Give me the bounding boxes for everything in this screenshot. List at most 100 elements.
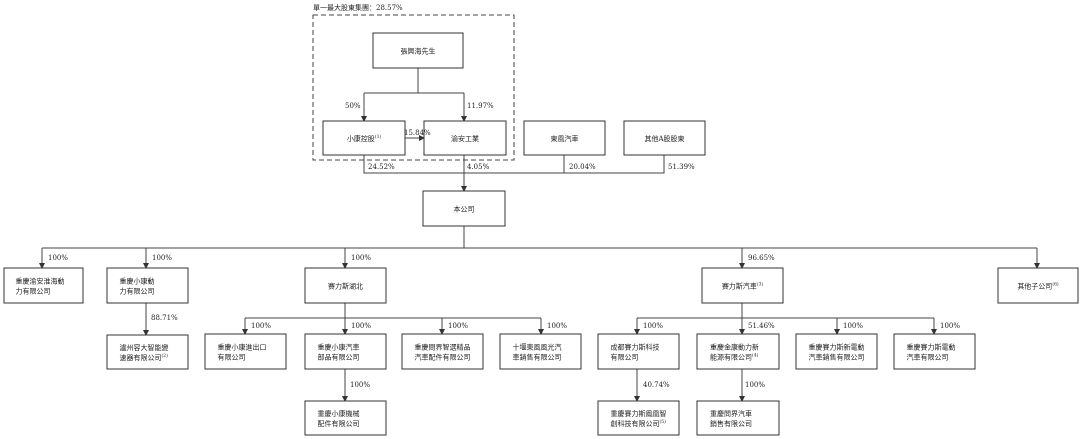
ownership-percentage: 100% (152, 254, 172, 262)
entity-box (597, 400, 680, 436)
ownership-percentage: 4.05% (467, 163, 490, 171)
entity-name-line: 瀘州容大智能變 (120, 343, 169, 352)
ownership-percentage: 24.52% (368, 163, 395, 171)
entity-box (423, 120, 507, 156)
entity-name-line: 張興海先生 (401, 47, 436, 56)
ownership-percentage: 100% (251, 322, 271, 330)
entity-name-line: 創科技有限公司(5) (611, 418, 667, 428)
ownership-percentage: 100% (745, 381, 765, 389)
entity-name-line: 其他子公司(6) (1017, 281, 1059, 291)
entity-name-line: 重慶小康汽車 (318, 343, 360, 352)
ownership-percentage: 15.84% (404, 129, 431, 137)
largest-shareholder-group-boundary (312, 14, 515, 161)
entity-name-line: 有限公司 (611, 353, 639, 362)
entity-name-line: 渝安工業 (451, 134, 479, 143)
entity-name-line: 有限公司 (218, 353, 246, 362)
entity-box (597, 333, 680, 370)
entity-name-line: 重慶賽力斯電動 (907, 343, 956, 352)
entity-box (204, 333, 287, 370)
entity-name-line: 能源有限公司(4) (710, 352, 759, 362)
entity-box (322, 120, 406, 156)
entity-name-line: 賽力斯汽車(3) (722, 281, 764, 291)
entity-box (893, 333, 976, 370)
entity-box (304, 333, 387, 370)
entity-yuan-industry: 渝安工業 (423, 120, 507, 156)
footnote-marker: (6) (1052, 281, 1059, 288)
entity-seres-auto: 賽力斯汽車(3) (701, 267, 784, 304)
entity-box (3, 267, 84, 304)
entity-name-line: 部品有限公司 (318, 353, 360, 362)
entity-name-line: 東風汽車 (551, 134, 579, 143)
entity-name-line: 重慶渝安淮海動 (16, 277, 65, 286)
entity-name-line: 重慶金康動力新 (710, 343, 759, 352)
entity-name-line: 其他A股股東 (644, 134, 684, 143)
entity-name-line: 銷售有限公司 (710, 419, 752, 428)
ownership-percentage: 100% (351, 322, 371, 330)
ownership-percentage: 100% (351, 254, 371, 262)
entity-name-line: 重慶小康動 (120, 277, 155, 286)
largest-shareholder-group-label: 單一最大股東集團：28.57% (313, 3, 403, 12)
entity-name-line: 汽車有限公司 (907, 353, 949, 362)
ownership-percentage: 11.97% (467, 102, 494, 110)
entity-name-line: 汽車配件有限公司 (415, 353, 471, 362)
entity-dongfeng: 東風汽車 (523, 120, 606, 156)
entity-name-line: 重慶賽力斯新電動 (809, 343, 865, 352)
ownership-percentage: 50% (345, 102, 361, 110)
ownership-line (363, 155, 665, 174)
ownership-percentage: 100% (643, 322, 663, 330)
ownership-percentage: 96.65% (748, 254, 775, 262)
footnote-marker: (1) (375, 133, 382, 140)
footnote-marker: (3) (757, 281, 764, 288)
entity-name-line: 十堰東風風光汽 (513, 343, 562, 352)
entity-name-line: 車銷售有限公司 (513, 353, 562, 362)
ownership-percentage: 100% (843, 322, 863, 330)
ownership-percentage: 20.04% (569, 163, 596, 171)
ownership-percentage: 51.46% (748, 322, 775, 330)
entity-box (795, 333, 878, 370)
entity-name-line: 本公司 (454, 205, 475, 214)
entity-name-line: 速器有限公司(2) (120, 352, 169, 362)
footnote-marker: (2) (162, 352, 169, 359)
entity-seres-hubei: 賽力斯湖北 (304, 267, 387, 304)
entity-name-line: 賽力斯湖北 (328, 282, 363, 291)
entity-box (372, 32, 464, 69)
entity-box (623, 120, 706, 156)
entity-zhang: 張興海先生 (372, 32, 464, 69)
ownership-percentage: 100% (48, 254, 68, 262)
entity-box (523, 120, 606, 156)
entity-name-line: 重慶問界汽車 (710, 409, 752, 418)
ownership-percentage: 40.74% (643, 381, 670, 389)
entity-company: 本公司 (422, 190, 506, 227)
entity-box (696, 400, 780, 436)
entity-name-line: 重慶問界智選精品 (415, 343, 471, 352)
entity-box (304, 400, 387, 436)
footnote-marker: (5) (660, 418, 667, 425)
entity-other-a: 其他A股股東 (623, 120, 706, 156)
entity-name-line: 小康控股(1) (347, 133, 382, 143)
entity-name-line: 重慶小康進出口 (218, 343, 267, 352)
entity-name-line: 重慶小康機械 (318, 409, 360, 418)
entity-box (106, 267, 189, 304)
ownership-percentage: 100% (350, 381, 370, 389)
entity-box (106, 334, 189, 370)
entity-name-line: 力有限公司 (16, 287, 51, 296)
entity-box (401, 333, 484, 370)
footnote-marker: (4) (752, 352, 759, 359)
entity-name-line: 力有限公司 (120, 287, 155, 296)
entity-box (701, 267, 784, 304)
entity-name-line: 成都賽力斯科技 (611, 343, 660, 352)
entity-name-line: 汽車銷售有限公司 (809, 353, 865, 362)
